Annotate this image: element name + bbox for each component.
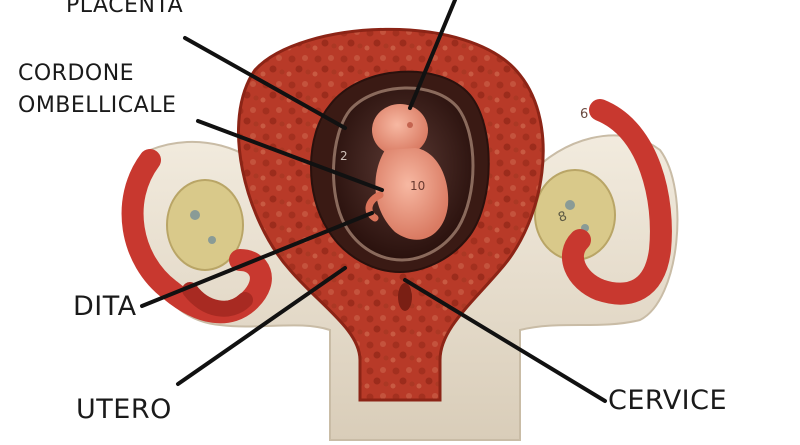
marking-2: 2 — [340, 149, 348, 163]
label-cordone: CORDONE — [18, 61, 135, 86]
label-dita: DITA — [73, 291, 137, 322]
label-ombellicale: OMBELLICALE — [18, 93, 177, 118]
cervix-opening — [398, 283, 412, 311]
leader-line-cordone — [196, 119, 384, 192]
label-cervice: CERVICE — [608, 385, 728, 416]
leader-line-top — [408, 0, 457, 110]
left-ovary — [166, 179, 244, 271]
leader-line-utero — [176, 266, 347, 386]
label-placenta: PLACENTA — [66, 0, 184, 18]
leader-line-cervice — [403, 278, 607, 403]
right-fallopian-tube — [562, 99, 672, 305]
marking-6: 6 — [580, 107, 588, 122]
label-utero: UTERO — [76, 394, 172, 425]
leader-line-dita — [140, 211, 374, 308]
embryo — [365, 104, 449, 240]
leader-line-placenta — [183, 36, 347, 130]
marking-10: 10 — [410, 179, 425, 193]
